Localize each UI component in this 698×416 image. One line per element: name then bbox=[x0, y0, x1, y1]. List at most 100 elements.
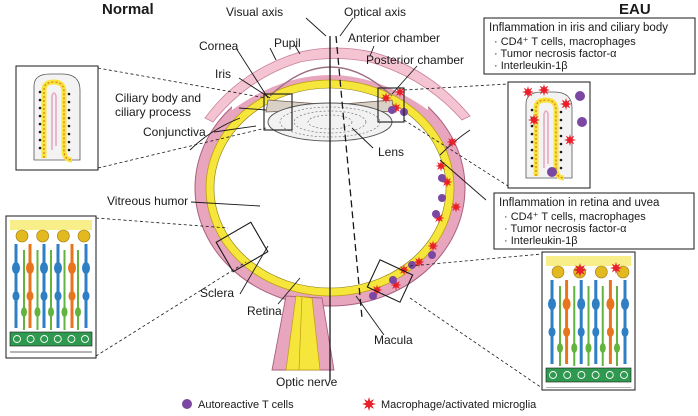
epithelial-cell-dot bbox=[38, 90, 42, 94]
epithelial-cell-dot bbox=[67, 108, 71, 112]
inset-connector bbox=[409, 297, 543, 389]
rpe-cell bbox=[13, 335, 21, 343]
epithelial-cell-dot bbox=[530, 164, 534, 168]
muller-cell-body bbox=[75, 307, 81, 317]
label-posterior-chamber: Posterior chamber bbox=[366, 53, 464, 67]
info-box-retina: Inflammation in retina and uvea · CD4⁺ T… bbox=[493, 192, 695, 250]
epithelial-cell-dot bbox=[38, 146, 42, 150]
epithelial-cell-dot bbox=[559, 142, 563, 146]
inset-connector bbox=[97, 127, 267, 169]
epithelial-cell-dot bbox=[67, 116, 71, 120]
label-cornea: Cornea bbox=[199, 39, 239, 53]
inset-connector bbox=[97, 67, 267, 99]
macrophage-star-icon bbox=[446, 136, 458, 148]
ganglion-cell bbox=[616, 265, 630, 279]
retinal-cell-body bbox=[12, 262, 20, 274]
epithelial-cell-dot bbox=[530, 140, 534, 144]
epithelial-cell-dot bbox=[559, 166, 563, 170]
optic-nerve bbox=[271, 295, 335, 371]
muller-cell-body bbox=[571, 343, 578, 353]
box-retina-title: Inflammation in retina and uvea bbox=[499, 197, 660, 209]
legend-t-cells: Autoreactive T cells bbox=[198, 399, 294, 411]
retinal-cell-body bbox=[562, 298, 571, 310]
t-cell-dot bbox=[575, 91, 585, 101]
macrophage-star-icon bbox=[362, 397, 376, 411]
macrophage-legend-icon bbox=[362, 397, 376, 411]
ganglion-cell bbox=[551, 265, 565, 279]
box-retina-item: · CD4⁺ T cells, macrophages bbox=[504, 211, 646, 223]
retinal-cell-body bbox=[577, 327, 585, 337]
rpe-cell bbox=[81, 335, 89, 343]
rpe-layer bbox=[9, 331, 93, 347]
retina-callout-box-normal bbox=[215, 221, 269, 273]
box-iris-item: · Interleukin-1β bbox=[494, 60, 568, 72]
epithelial-cell-dot bbox=[38, 138, 42, 142]
t-cell-dot bbox=[389, 276, 397, 284]
retinal-cell-body bbox=[621, 298, 629, 310]
ganglion-cell bbox=[77, 229, 91, 243]
macrophage-star-icon bbox=[427, 240, 439, 252]
epithelial-cell-dot bbox=[67, 124, 71, 128]
epithelial-cell-dot bbox=[38, 106, 42, 110]
label-iris: Iris bbox=[215, 67, 231, 81]
label-conjunctiva: Conjunctiva bbox=[143, 125, 206, 139]
retinal-cell-body bbox=[40, 262, 48, 274]
epithelial-cell-dot bbox=[38, 122, 42, 126]
epithelial-cell-dot bbox=[559, 110, 563, 114]
rpe-cell bbox=[605, 371, 614, 379]
epithelial-cell-dot bbox=[38, 130, 42, 134]
inset-ciliary-normal bbox=[15, 65, 99, 171]
label-optic-nerve: Optic nerve bbox=[276, 375, 338, 389]
macrophage-star-icon bbox=[528, 114, 540, 126]
epithelial-cell-dot bbox=[67, 132, 71, 136]
t-cell-dot bbox=[577, 117, 587, 127]
epithelial-cell-dot bbox=[67, 148, 71, 152]
heading-eau: EAU bbox=[619, 1, 651, 18]
retinal-cell-body bbox=[621, 327, 629, 337]
retinal-cell-body bbox=[577, 298, 586, 310]
inset-ciliary-eau bbox=[507, 81, 591, 189]
ganglion-cell bbox=[57, 229, 70, 243]
box-iris-item: · CD4⁺ T cells, macrophages bbox=[494, 36, 636, 48]
rpe-cell bbox=[26, 335, 35, 343]
muller-cell-body bbox=[585, 343, 592, 353]
epithelial-cell-dot bbox=[530, 132, 534, 136]
inset-connector bbox=[409, 253, 543, 267]
inset-retina-normal bbox=[5, 215, 97, 359]
inset-connector bbox=[403, 119, 509, 187]
info-box-iris: Inflammation in iris and ciliary body · … bbox=[483, 17, 696, 75]
macrophage-star-icon bbox=[380, 92, 392, 104]
iris-callout-box-eau bbox=[377, 87, 405, 123]
optical-axis-line bbox=[335, 35, 363, 319]
rpe-cell bbox=[620, 371, 628, 379]
muller-cell-body bbox=[599, 343, 606, 353]
heading-normal: Normal bbox=[102, 1, 154, 18]
t-cell-dot bbox=[369, 292, 377, 300]
epithelial-cell-dot bbox=[38, 98, 42, 102]
legend-macrophage: Macrophage/activated microglia bbox=[381, 399, 537, 411]
label-vitreous-humor: Vitreous humor bbox=[107, 194, 188, 208]
macrophage-star-icon bbox=[610, 262, 622, 274]
t-cell-legend-icon bbox=[182, 399, 192, 409]
retinal-cell-body bbox=[12, 291, 20, 301]
rpe-cell bbox=[40, 335, 49, 343]
t-cell-dot bbox=[438, 174, 446, 182]
box-retina-item: · Tumor necrosis factor-α bbox=[504, 223, 627, 235]
label-anterior-chamber: Anterior chamber bbox=[348, 31, 440, 45]
epithelial-cell-dot bbox=[559, 118, 563, 122]
label-leaders bbox=[190, 17, 418, 336]
retinal-cell-body bbox=[606, 327, 614, 337]
label-lens: Lens bbox=[378, 145, 404, 159]
muller-cell-body bbox=[48, 307, 54, 317]
rpe-cell bbox=[591, 371, 600, 379]
macrophage-star-icon bbox=[522, 86, 534, 98]
epithelial-cell-dot bbox=[530, 156, 534, 160]
t-cell-dot bbox=[408, 261, 416, 269]
box-iris-title: Inflammation in iris and ciliary body bbox=[489, 22, 668, 34]
muller-cell-body bbox=[21, 307, 27, 317]
t-cell-dot bbox=[432, 210, 440, 218]
label-pupil: Pupil bbox=[274, 36, 301, 50]
retina-callout-box-eau bbox=[366, 259, 414, 303]
box-leader bbox=[439, 159, 487, 201]
